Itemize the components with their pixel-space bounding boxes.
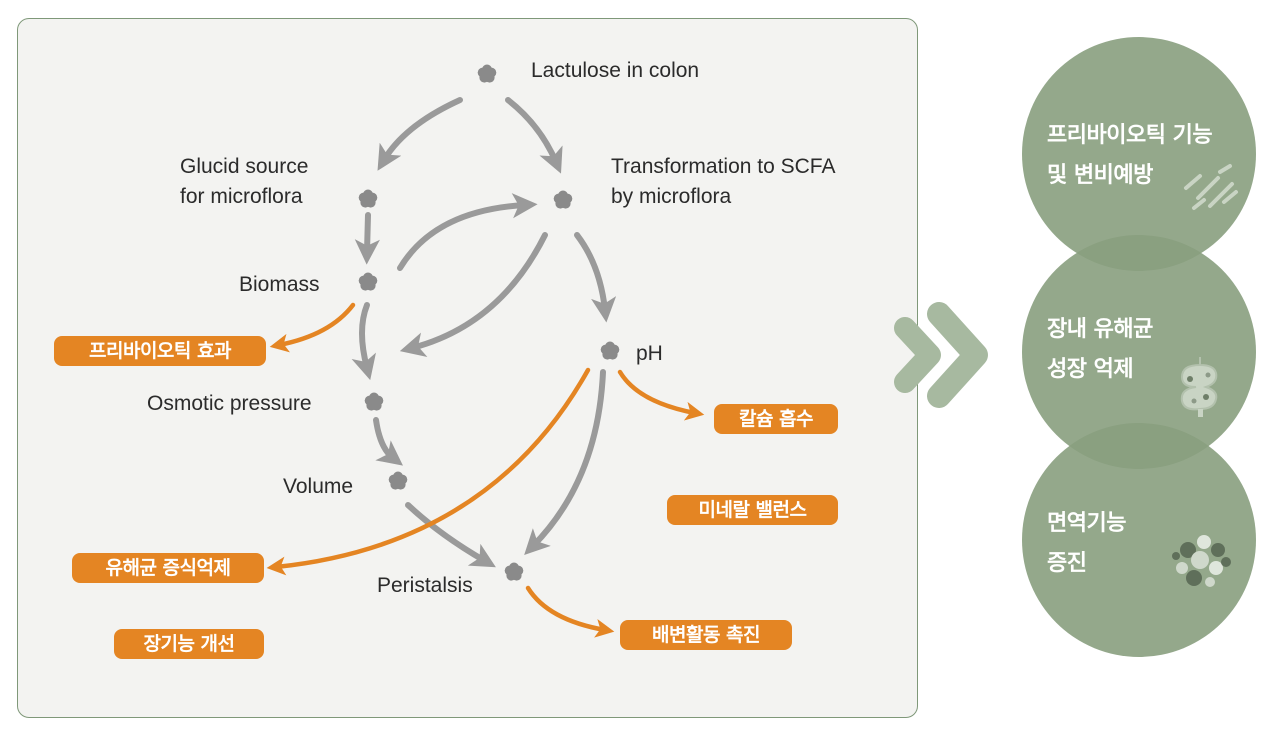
bacteria-lines-icon	[1184, 164, 1238, 210]
node-marker-glucid	[358, 189, 378, 208]
node-marker-peristalsis	[504, 562, 524, 581]
chevron-large-icon	[927, 302, 988, 408]
node-label-lactulose: Lactulose in colon	[531, 59, 700, 82]
badge-pathogen-inhibition: 유해균 증식억제	[72, 553, 264, 583]
node-label-osmotic: Osmotic pressure	[147, 392, 312, 415]
node-marker-scfa	[553, 190, 573, 209]
arrow-ph-to-pathogen-inhibition	[266, 367, 591, 576]
arrow-biomass-to-scfa	[397, 193, 538, 271]
node-marker-ph	[600, 341, 620, 360]
benefit-text-prebiotic: 프리바이오틱 기능 및 변비예방	[1047, 123, 1213, 188]
diagram-panel	[17, 18, 918, 718]
benefit-text-immunity: 면역기능 증진	[1047, 511, 1126, 576]
node-label-scfa: Transformation to SCFA by microflora	[611, 155, 836, 208]
arrow-osmotic-to-volume	[373, 417, 403, 466]
cells-cluster-icon	[1172, 535, 1231, 587]
badge-prebiotic-effect: 프리바이오틱 효과	[54, 336, 266, 366]
node-label-ph: pH	[636, 342, 663, 365]
arrow-scfa-to-ph	[574, 232, 617, 323]
arrow-lactulose-to-scfa	[505, 97, 563, 174]
arrow-ph-to-calcium-absorption	[617, 369, 705, 421]
badge-calcium-absorption: 칼슘 흡수	[714, 404, 838, 434]
arrow-biomass-to-prebiotic-effect	[269, 302, 356, 353]
node-marker-volume	[388, 471, 408, 490]
intestine-icon	[1180, 357, 1218, 417]
arrow-biomass-to-osmotic	[351, 302, 376, 381]
chevron-small-icon	[894, 317, 941, 393]
node-marker-biomass	[358, 272, 378, 291]
badge-intestinal-improvement: 장기능 개선	[114, 629, 264, 659]
arrow-lactulose-to-glucid	[377, 97, 463, 171]
arrow-peristalsis-to-bowel-promotion	[525, 585, 615, 638]
benefit-text-pathogen: 장내 유해균 성장 억제	[1047, 317, 1153, 382]
node-marker-lactulose	[477, 64, 497, 83]
badge-bowel-promotion: 배변활동 촉진	[620, 620, 792, 650]
badge-mineral-balance: 미네랄 밸런스	[667, 495, 838, 525]
benefit-circle-immunity	[1022, 423, 1256, 657]
node-marker-osmotic	[364, 392, 384, 411]
arrow-volume-to-peristalsis	[405, 502, 496, 568]
benefit-circle-prebiotic	[1022, 37, 1256, 271]
node-label-glucid: Glucid source for microflora	[180, 155, 309, 208]
node-label-peristalsis: Peristalsis	[377, 574, 473, 597]
node-label-biomass: Biomass	[239, 273, 320, 296]
arrow-glucid-to-biomass	[354, 212, 380, 265]
arrow-scfa-to-osmotic	[399, 232, 548, 357]
node-label-volume: Volume	[283, 475, 354, 498]
arrow-ph-to-peristalsis	[524, 369, 606, 555]
